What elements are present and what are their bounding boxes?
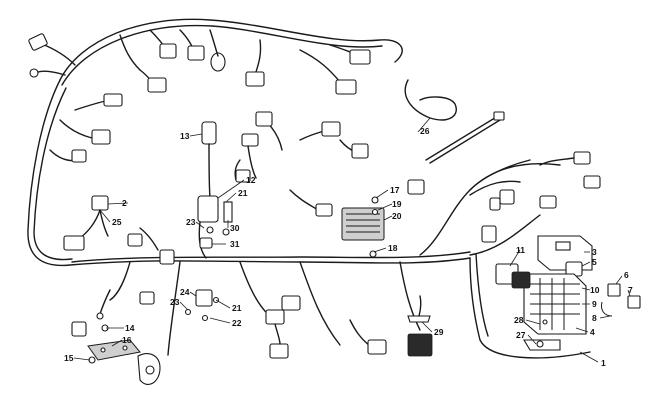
callout-26: 26	[420, 126, 430, 136]
callout-29: 29	[434, 327, 444, 337]
right-lower-parts	[349, 295, 433, 357]
callout-2: 2	[122, 198, 127, 208]
callout-14: 14	[125, 323, 135, 333]
fuse-box-assembly	[407, 151, 641, 351]
callout-24: 24	[180, 287, 190, 297]
left-lower-parts	[63, 195, 175, 385]
callout-labels: 1 2 3 4 5 6 7 8 9 10 11 12 13 14 15 16 1…	[64, 126, 633, 368]
top-connectors	[28, 29, 371, 163]
main-harness	[27, 18, 591, 359]
callout-17: 17	[390, 185, 400, 195]
callout-18: 18	[388, 243, 398, 253]
callout-22: 22	[232, 318, 242, 328]
callout-6: 6	[624, 270, 629, 280]
callout-23-lower: 23	[170, 297, 180, 307]
center-lower-parts	[184, 289, 301, 359]
callout-9: 9	[592, 299, 597, 309]
callout-20: 20	[392, 211, 402, 221]
callout-27: 27	[516, 330, 526, 340]
callout-21-lower: 21	[232, 303, 242, 313]
callout-16: 16	[122, 335, 132, 345]
callout-30: 30	[230, 223, 240, 233]
callout-31: 31	[230, 239, 240, 249]
callout-13: 13	[180, 131, 190, 141]
callout-15: 15	[64, 353, 74, 363]
leader-lines	[73, 117, 631, 363]
middle-connectors	[234, 111, 385, 258]
callout-19: 19	[392, 199, 402, 209]
callout-1: 1	[601, 358, 606, 368]
callout-8: 8	[592, 313, 597, 323]
callout-4: 4	[590, 327, 595, 337]
callout-21-upper: 21	[238, 188, 248, 198]
coil-assembly	[197, 121, 233, 259]
callout-12: 12	[246, 175, 256, 185]
cable-ties	[404, 79, 505, 164]
callout-5: 5	[592, 257, 597, 267]
callout-7: 7	[628, 285, 633, 295]
callout-11: 11	[516, 245, 525, 255]
callout-23-upper: 23	[186, 217, 196, 227]
callout-28: 28	[514, 315, 524, 325]
callout-3: 3	[592, 247, 597, 257]
callout-10: 10	[590, 285, 600, 295]
callout-25: 25	[112, 217, 122, 227]
